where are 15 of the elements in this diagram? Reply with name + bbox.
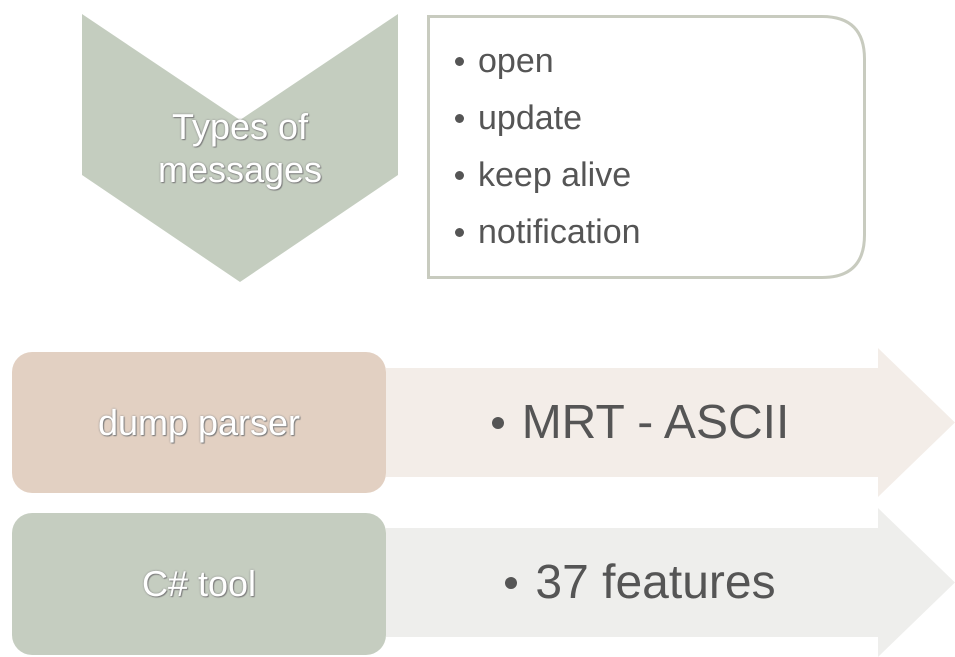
shape-label: C# tool [142,562,256,606]
process-box [12,513,386,655]
list-item: update [478,98,582,139]
shape-label: dump parser [98,400,300,444]
list-item: notification [478,212,641,253]
arrow-shape [386,348,955,497]
shape-label: Types of messages [156,104,324,192]
list-item: keep alive [478,155,632,196]
list-item: open [478,41,554,82]
chevron-shape [82,14,398,282]
arrow-shape [386,508,955,657]
list-box [427,15,866,279]
arrow-label: MRT - ASCII [522,395,790,450]
process-box [12,352,386,493]
arrow-label: 37 features [535,555,776,610]
